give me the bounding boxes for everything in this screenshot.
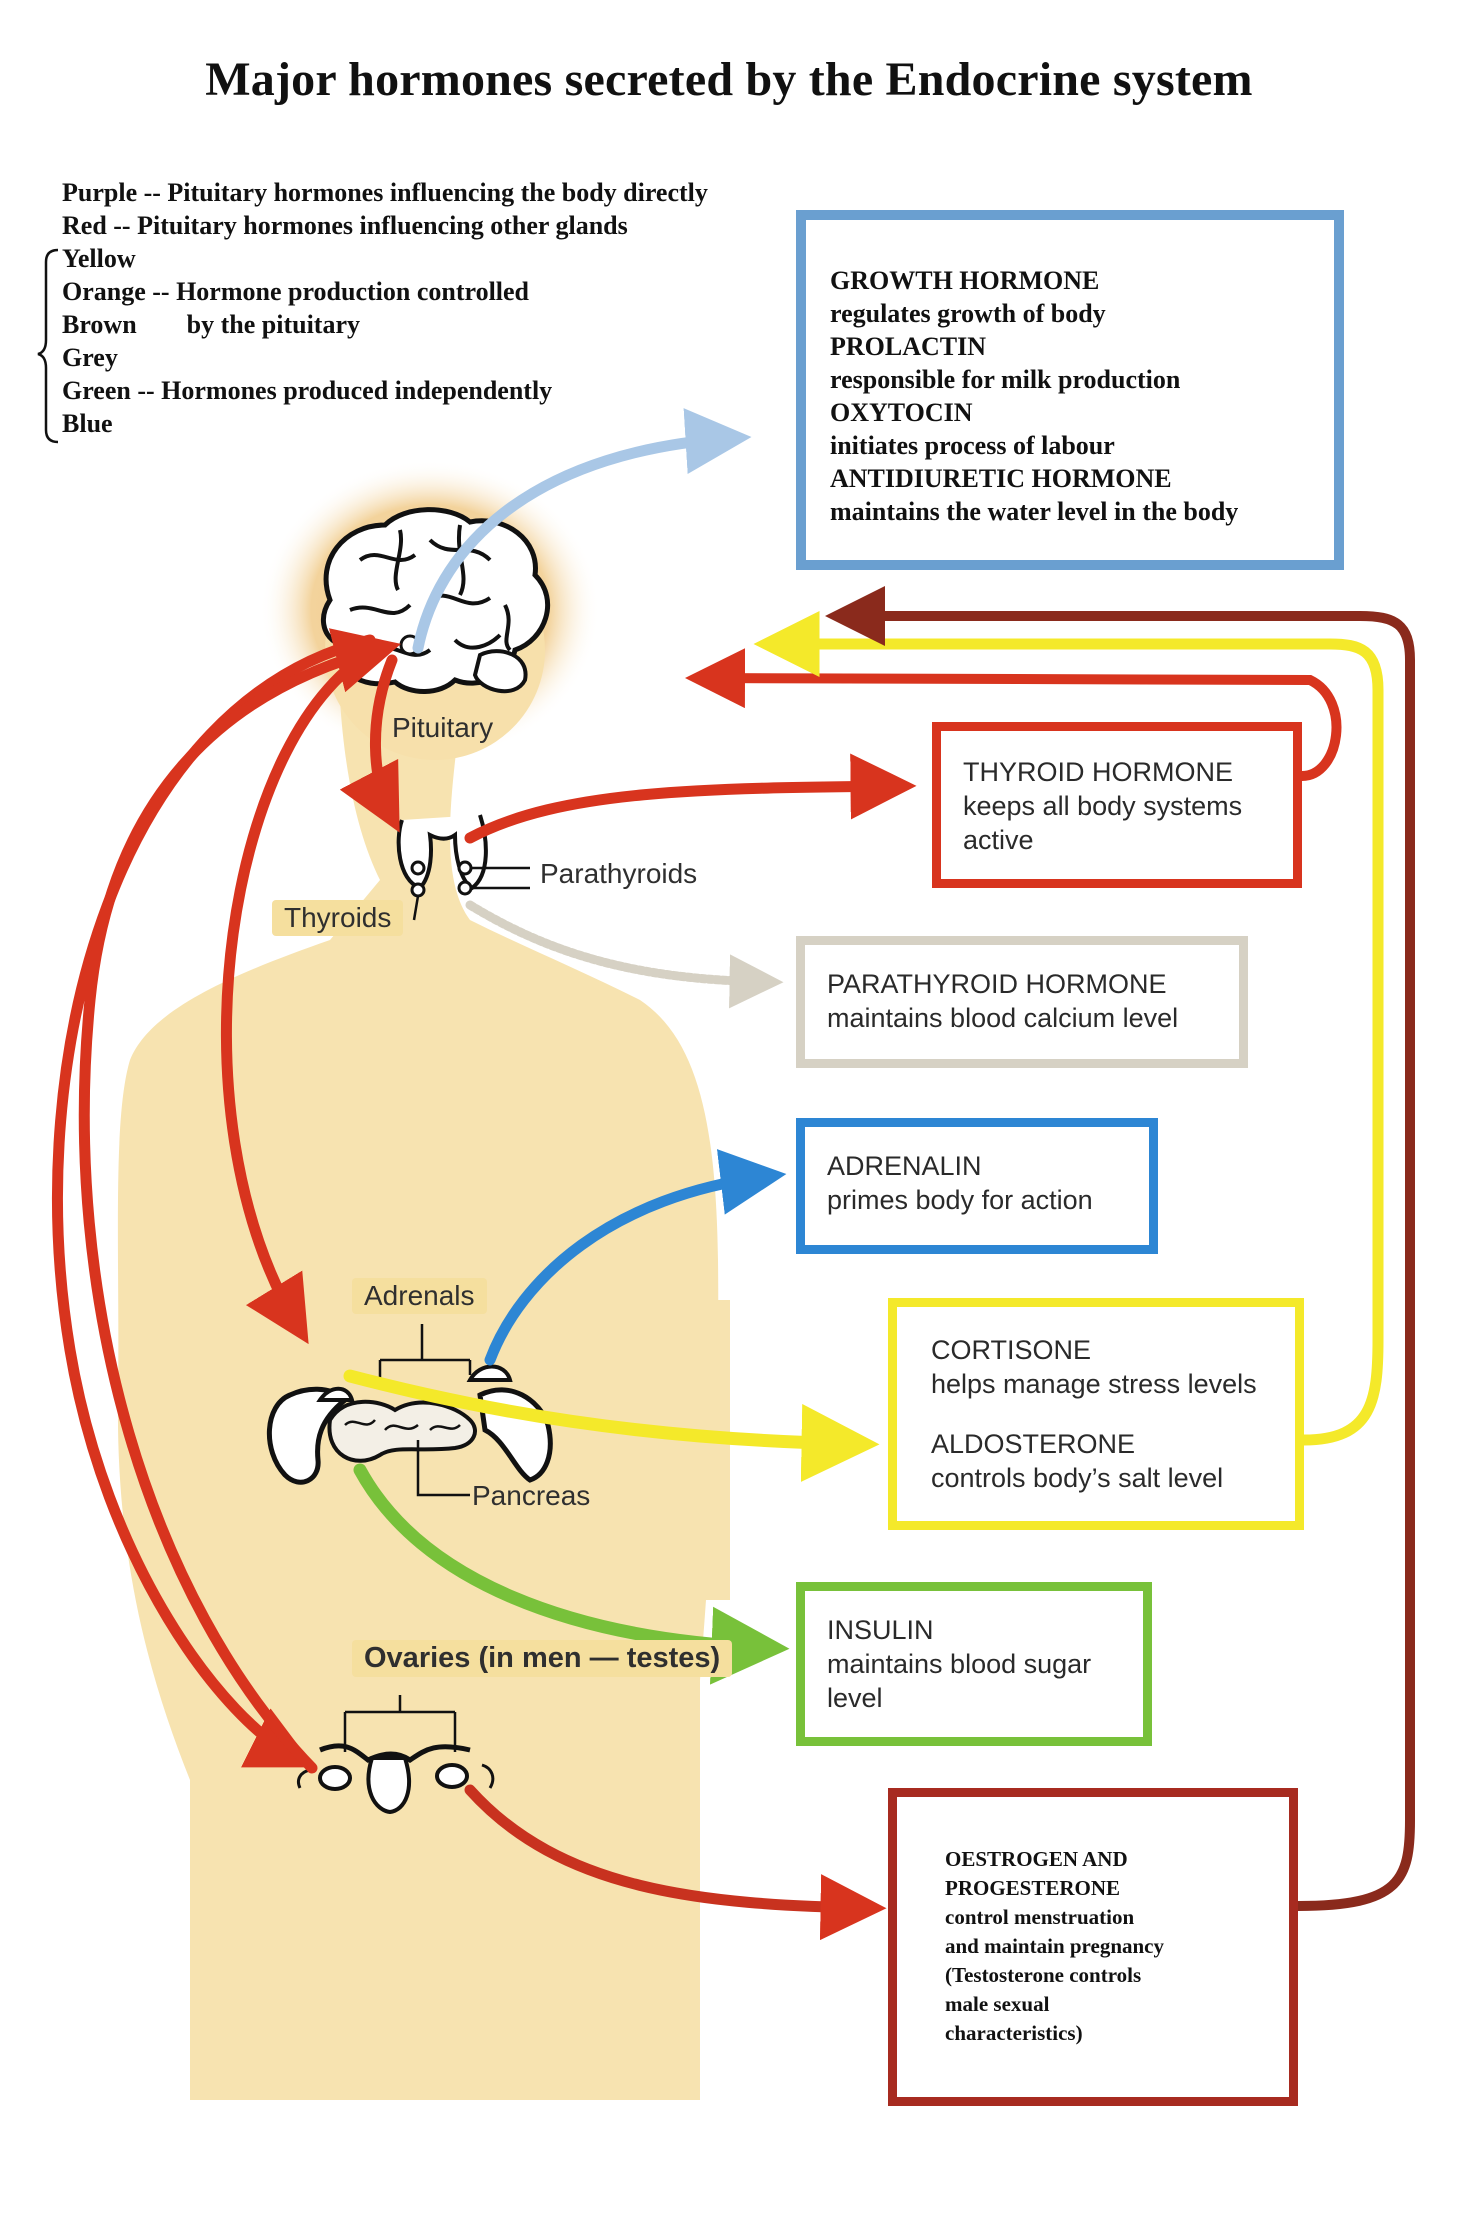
oestrogen-line-3: control menstruation — [945, 1905, 1135, 1929]
oestrogen-line-6: male sexual — [945, 1992, 1050, 2016]
growth-line-8: maintains the water level in the body — [830, 497, 1239, 526]
parathyroid-line-2: maintains blood calcium level — [827, 1003, 1179, 1033]
box-cortisone-aldosterone: CORTISONE helps manage stress levels ALD… — [888, 1298, 1304, 1530]
box-parathyroid-hormone: PARATHYROID HORMONE maintains blood calc… — [796, 936, 1248, 1068]
arrow-pituitary-to-growth — [412, 408, 752, 654]
growth-line-4: responsible for milk production — [830, 365, 1181, 394]
aldosterone-line-2: controls body’s salt level — [931, 1463, 1224, 1493]
legend-grey: Grey — [62, 343, 118, 372]
insulin-line-3: level — [827, 1683, 883, 1713]
oestrogen-line-1: OESTROGEN AND — [945, 1847, 1128, 1871]
label-ovaries: Ovaries (in men — testes) — [352, 1640, 733, 1677]
oestrogen-line-7: characteristics) — [945, 2021, 1083, 2045]
oestrogen-line-4: and maintain pregnancy — [945, 1934, 1164, 1958]
label-adrenals: Adrenals — [352, 1278, 487, 1314]
label-thyroids: Thyroids — [272, 900, 404, 936]
oestrogen-line-2: PROGESTERONE — [945, 1876, 1121, 1900]
feedback-cortisone-loop — [753, 611, 1384, 1446]
growth-line-7: ANTIDIURETIC HORMONE — [830, 464, 1172, 493]
adrenalin-line-1: ADRENALIN — [827, 1151, 982, 1181]
thyroid-line-1: THYROID HORMONE — [963, 757, 1233, 787]
arrow-thyroid-to-parathyroid-box — [465, 900, 784, 1009]
adrenalin-line-2: primes body for action — [827, 1185, 1093, 1215]
legend-orange: Orange -- Hormone production controlled — [62, 277, 530, 306]
growth-line-5: OXYTOCIN — [830, 398, 973, 427]
legend-purple: Purple -- Pituitary hormones influencing… — [62, 178, 708, 207]
label-pancreas: Pancreas — [472, 1480, 591, 1511]
arrow-pituitary-to-adrenals — [220, 642, 386, 1345]
box-growth-hormone: GROWTH HORMONE regulates growth of body … — [796, 210, 1344, 570]
thyroid-line-2: keeps all body systems — [963, 791, 1243, 821]
label-pituitary: Pituitary — [392, 712, 494, 743]
aldosterone-line-1: ALDOSTERONE — [931, 1429, 1136, 1459]
arrow-ovaries-to-pituitary — [78, 628, 401, 1774]
growth-line-2: regulates growth of body — [830, 299, 1106, 328]
feedback-thyroid-loop — [685, 648, 1342, 781]
legend-yellow: Yellow — [62, 244, 136, 273]
thyroid-icon — [396, 814, 530, 921]
legend-blue: Blue — [62, 409, 113, 438]
arrow-adrenals-to-cortisone-box — [343, 1369, 880, 1482]
legend-red: Red -- Pituitary hormones influencing ot… — [62, 211, 628, 240]
color-legend: Purple -- Pituitary hormones influencing… — [62, 176, 708, 440]
parathyroid-line-1: PARATHYROID HORMONE — [827, 969, 1167, 999]
cortisone-line-1: CORTISONE — [931, 1335, 1092, 1365]
thyroid-line-3: active — [963, 825, 1034, 855]
arrows — [52, 408, 1415, 1941]
ovaries-icon — [296, 1695, 495, 1815]
insulin-line-2: maintains blood sugar — [827, 1649, 1092, 1679]
legend-green: Green -- Hormones produced independently — [62, 376, 553, 405]
insulin-line-1: INSULIN — [827, 1615, 934, 1645]
label-parathyroids: Parathyroids — [540, 858, 698, 889]
growth-line-6: initiates process of labour — [830, 431, 1115, 460]
box-insulin: INSULIN maintains blood sugar level — [796, 1582, 1152, 1746]
box-thyroid-hormone: THYROID HORMONE keeps all body systems a… — [932, 722, 1302, 888]
box-oestrogen-progesterone: OESTROGEN AND PROGESTERONE control menst… — [888, 1788, 1298, 2106]
box-adrenalin: ADRENALIN primes body for action — [796, 1118, 1158, 1254]
growth-line-3: PROLACTIN — [830, 332, 987, 361]
legend-brown: Brown by the pituitary — [62, 308, 708, 341]
legend-brown-tail: by the pituitary — [186, 310, 360, 339]
oestrogen-line-5: (Testosterone controls — [945, 1963, 1142, 1987]
page-title: Major hormones secreted by the Endocrine… — [205, 53, 1253, 106]
arrow-ovaries-to-oestrogen-box — [464, 1784, 887, 1941]
legend-bracket — [37, 248, 59, 444]
arrow-thyroid-to-box — [464, 753, 917, 844]
legend-brown-label: Brown — [62, 310, 137, 339]
cortisone-line-2: helps manage stress levels — [931, 1369, 1257, 1399]
arrow-adrenals-to-adrenalin-box — [484, 1149, 787, 1366]
feedback-oestrogen-loop — [825, 586, 1415, 1911]
growth-line-1: GROWTH HORMONE — [830, 266, 1100, 295]
